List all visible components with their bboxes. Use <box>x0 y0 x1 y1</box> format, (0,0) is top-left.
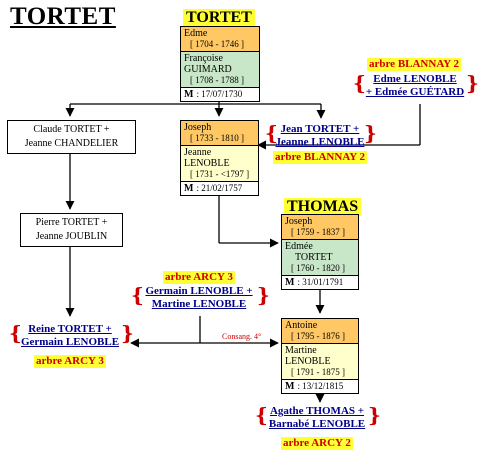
tree-tag-arcy2: arbre ARCY 2 <box>281 437 353 450</box>
husband-dates: [ 1759 - 1837 ] <box>291 227 345 237</box>
wife-cell: Martine LENOBLE [ 1791 - 1875 ] <box>282 344 358 380</box>
right-brace-icon: } <box>466 71 479 95</box>
right-brace-icon: } <box>121 321 134 345</box>
right-brace-icon: } <box>368 403 381 427</box>
family-box-pierre-tortet: Pierre TORTET + Jeanne JOUBLIN <box>20 213 123 247</box>
husband-name: Antoine <box>285 320 318 331</box>
left-brace-icon: { <box>353 71 366 95</box>
left-brace-icon: { <box>9 321 22 345</box>
marriage-row: M: 21/02/1757 <box>181 182 258 195</box>
husband-cell: Joseph [ 1759 - 1837 ] <box>282 215 358 240</box>
left-brace-icon: { <box>131 283 144 307</box>
marriage-row: M: 31/01/1791 <box>282 276 358 289</box>
husband-dates: [ 1704 - 1746 ] <box>190 39 244 49</box>
husband-cell: Joseph [ 1733 - 1810 ] <box>181 121 258 146</box>
marriage-row: M: 13/12/1815 <box>282 380 358 393</box>
husband-cell: Antoine [ 1795 - 1876 ] <box>282 319 358 344</box>
wife-dates: [ 1708 - 1788 ] <box>190 75 244 85</box>
wife-first-name: Jeanne <box>184 147 212 158</box>
couple-card-gen4: Antoine [ 1795 - 1876 ] Martine LENOBLE … <box>281 318 359 394</box>
wife-last-name: LENOBLE <box>184 158 230 169</box>
husband-dates: [ 1795 - 1876 ] <box>291 331 345 341</box>
box-line2: Jeanne JOUBLIN <box>35 231 108 242</box>
wife-last-name: TORTET <box>295 252 333 263</box>
marriage-row: M: 17/07/1730 <box>181 88 259 101</box>
consanguinity-note: Consang. 4° <box>222 332 262 341</box>
wife-last-name: LENOBLE <box>285 356 331 367</box>
box-line2: Jeanne CHANDELIER <box>24 138 119 149</box>
family-label-thomas: THOMAS <box>284 198 362 216</box>
wife-cell: Edmée TORTET [ 1760 - 1820 ] <box>282 240 358 276</box>
family-link-reine-tortet[interactable]: Reine TORTET + Germain LENOBLE <box>18 323 122 349</box>
husband-dates: [ 1733 - 1810 ] <box>190 133 244 143</box>
family-link-edme-lenoble[interactable]: Edme LENOBLE + Edmée GUÉTARD <box>363 73 467 99</box>
marriage-date: : 17/07/1730 <box>196 89 243 99</box>
marriage-label: M <box>184 183 194 194</box>
right-brace-icon: } <box>257 283 270 307</box>
husband-name: Joseph <box>184 122 212 133</box>
wife-dates: [ 1731 - <1797 ] <box>190 169 250 179</box>
link-line1[interactable]: Jean TORTET + <box>280 123 360 135</box>
family-link-agathe-thomas[interactable]: Agathe THOMAS + Barnabé LENOBLE <box>265 405 369 431</box>
wife-dates: [ 1760 - 1820 ] <box>291 263 345 273</box>
link-line2[interactable]: Jeanne LENOBLE <box>275 136 365 148</box>
link-line2[interactable]: + Edmée GUÉTARD <box>365 86 465 98</box>
link-line2[interactable]: Barnabé LENOBLE <box>268 418 366 430</box>
husband-name: Joseph <box>285 216 313 227</box>
tree-tag-arcy3-top: arbre ARCY 3 <box>163 271 235 284</box>
right-brace-icon: } <box>364 121 377 145</box>
couple-card-gen3: Joseph [ 1759 - 1837 ] Edmée TORTET [ 17… <box>281 214 359 290</box>
family-label-tortet: TORTET <box>183 9 255 27</box>
link-line1[interactable]: Agathe THOMAS + <box>269 405 365 417</box>
wife-cell: Jeanne LENOBLE [ 1731 - <1797 ] <box>181 146 258 182</box>
link-line2[interactable]: Martine LENOBLE <box>151 298 247 310</box>
box-line1: Claude TORTET + <box>33 124 110 135</box>
wife-dates: [ 1791 - 1875 ] <box>291 367 345 377</box>
wife-first-name: Martine <box>285 345 317 356</box>
page-title: TORTET <box>10 3 116 30</box>
link-line1[interactable]: Reine TORTET + <box>28 323 112 335</box>
wife-first-name: Edmée <box>285 241 313 252</box>
couple-card-gen1: Edme [ 1704 - 1746 ] Françoise GUIMARD [… <box>180 26 260 102</box>
family-box-claude-tortet: Claude TORTET + Jeanne CHANDELIER <box>7 120 136 154</box>
marriage-label: M <box>184 89 194 100</box>
family-link-jean-tortet[interactable]: Jean TORTET + Jeanne LENOBLE <box>274 123 366 149</box>
box-line1: Pierre TORTET + <box>35 217 108 228</box>
marriage-label: M <box>285 277 295 288</box>
husband-cell: Edme [ 1704 - 1746 ] <box>181 27 259 52</box>
tree-tag-blannay-jean: arbre BLANNAY 2 <box>273 151 368 164</box>
couple-card-gen2: Joseph [ 1733 - 1810 ] Jeanne LENOBLE [ … <box>180 120 259 196</box>
wife-first-name: Françoise <box>184 53 223 64</box>
family-link-germain-lenoble[interactable]: Germain LENOBLE + Martine LENOBLE <box>141 285 257 311</box>
tree-tag-blannay-top: arbre BLANNAY 2 <box>367 58 462 71</box>
link-line1[interactable]: Edme LENOBLE <box>373 73 457 85</box>
link-line2[interactable]: Germain LENOBLE <box>20 336 120 348</box>
marriage-date: : 21/02/1757 <box>196 183 243 193</box>
tree-tag-arcy3-reine: arbre ARCY 3 <box>34 355 106 368</box>
wife-last-name: GUIMARD <box>184 64 232 75</box>
left-brace-icon: { <box>265 121 278 145</box>
marriage-date: : 13/12/1815 <box>297 381 344 391</box>
wife-cell: Françoise GUIMARD [ 1708 - 1788 ] <box>181 52 259 88</box>
left-brace-icon: { <box>255 403 268 427</box>
marriage-date: : 31/01/1791 <box>297 277 344 287</box>
link-line1[interactable]: Germain LENOBLE + <box>145 285 253 297</box>
husband-name: Edme <box>184 28 208 39</box>
marriage-label: M <box>285 381 295 392</box>
